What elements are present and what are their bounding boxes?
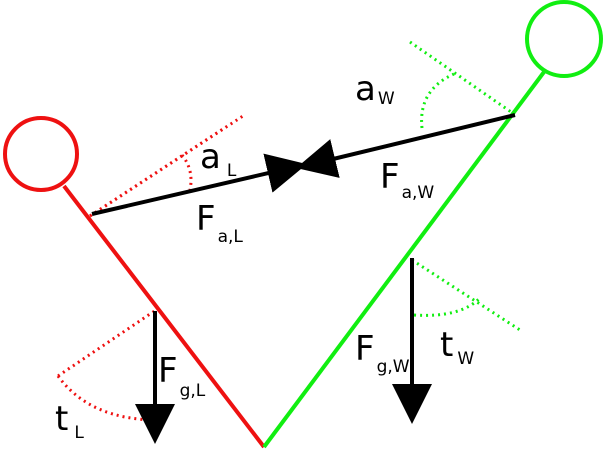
left-t-reference-line-1 bbox=[57, 308, 157, 378]
f-aw-vector bbox=[296, 113, 516, 178]
right-t-angle-arc bbox=[413, 296, 482, 317]
f-al-vector bbox=[91, 153, 307, 216]
left-pendulum bbox=[3, 114, 266, 449]
left-t-angle-arc bbox=[56, 375, 159, 422]
right-t-reference-line bbox=[411, 258, 521, 332]
right-a-angle-arc bbox=[420, 72, 455, 129]
left-bob-circle bbox=[3, 116, 79, 192]
left-a-angle-arc bbox=[180, 154, 193, 191]
left-rod bbox=[62, 184, 266, 449]
right-bob-circle bbox=[525, 0, 603, 78]
right-rod bbox=[262, 70, 546, 449]
force-vectors bbox=[91, 113, 516, 444]
right-pendulum bbox=[262, 0, 603, 449]
